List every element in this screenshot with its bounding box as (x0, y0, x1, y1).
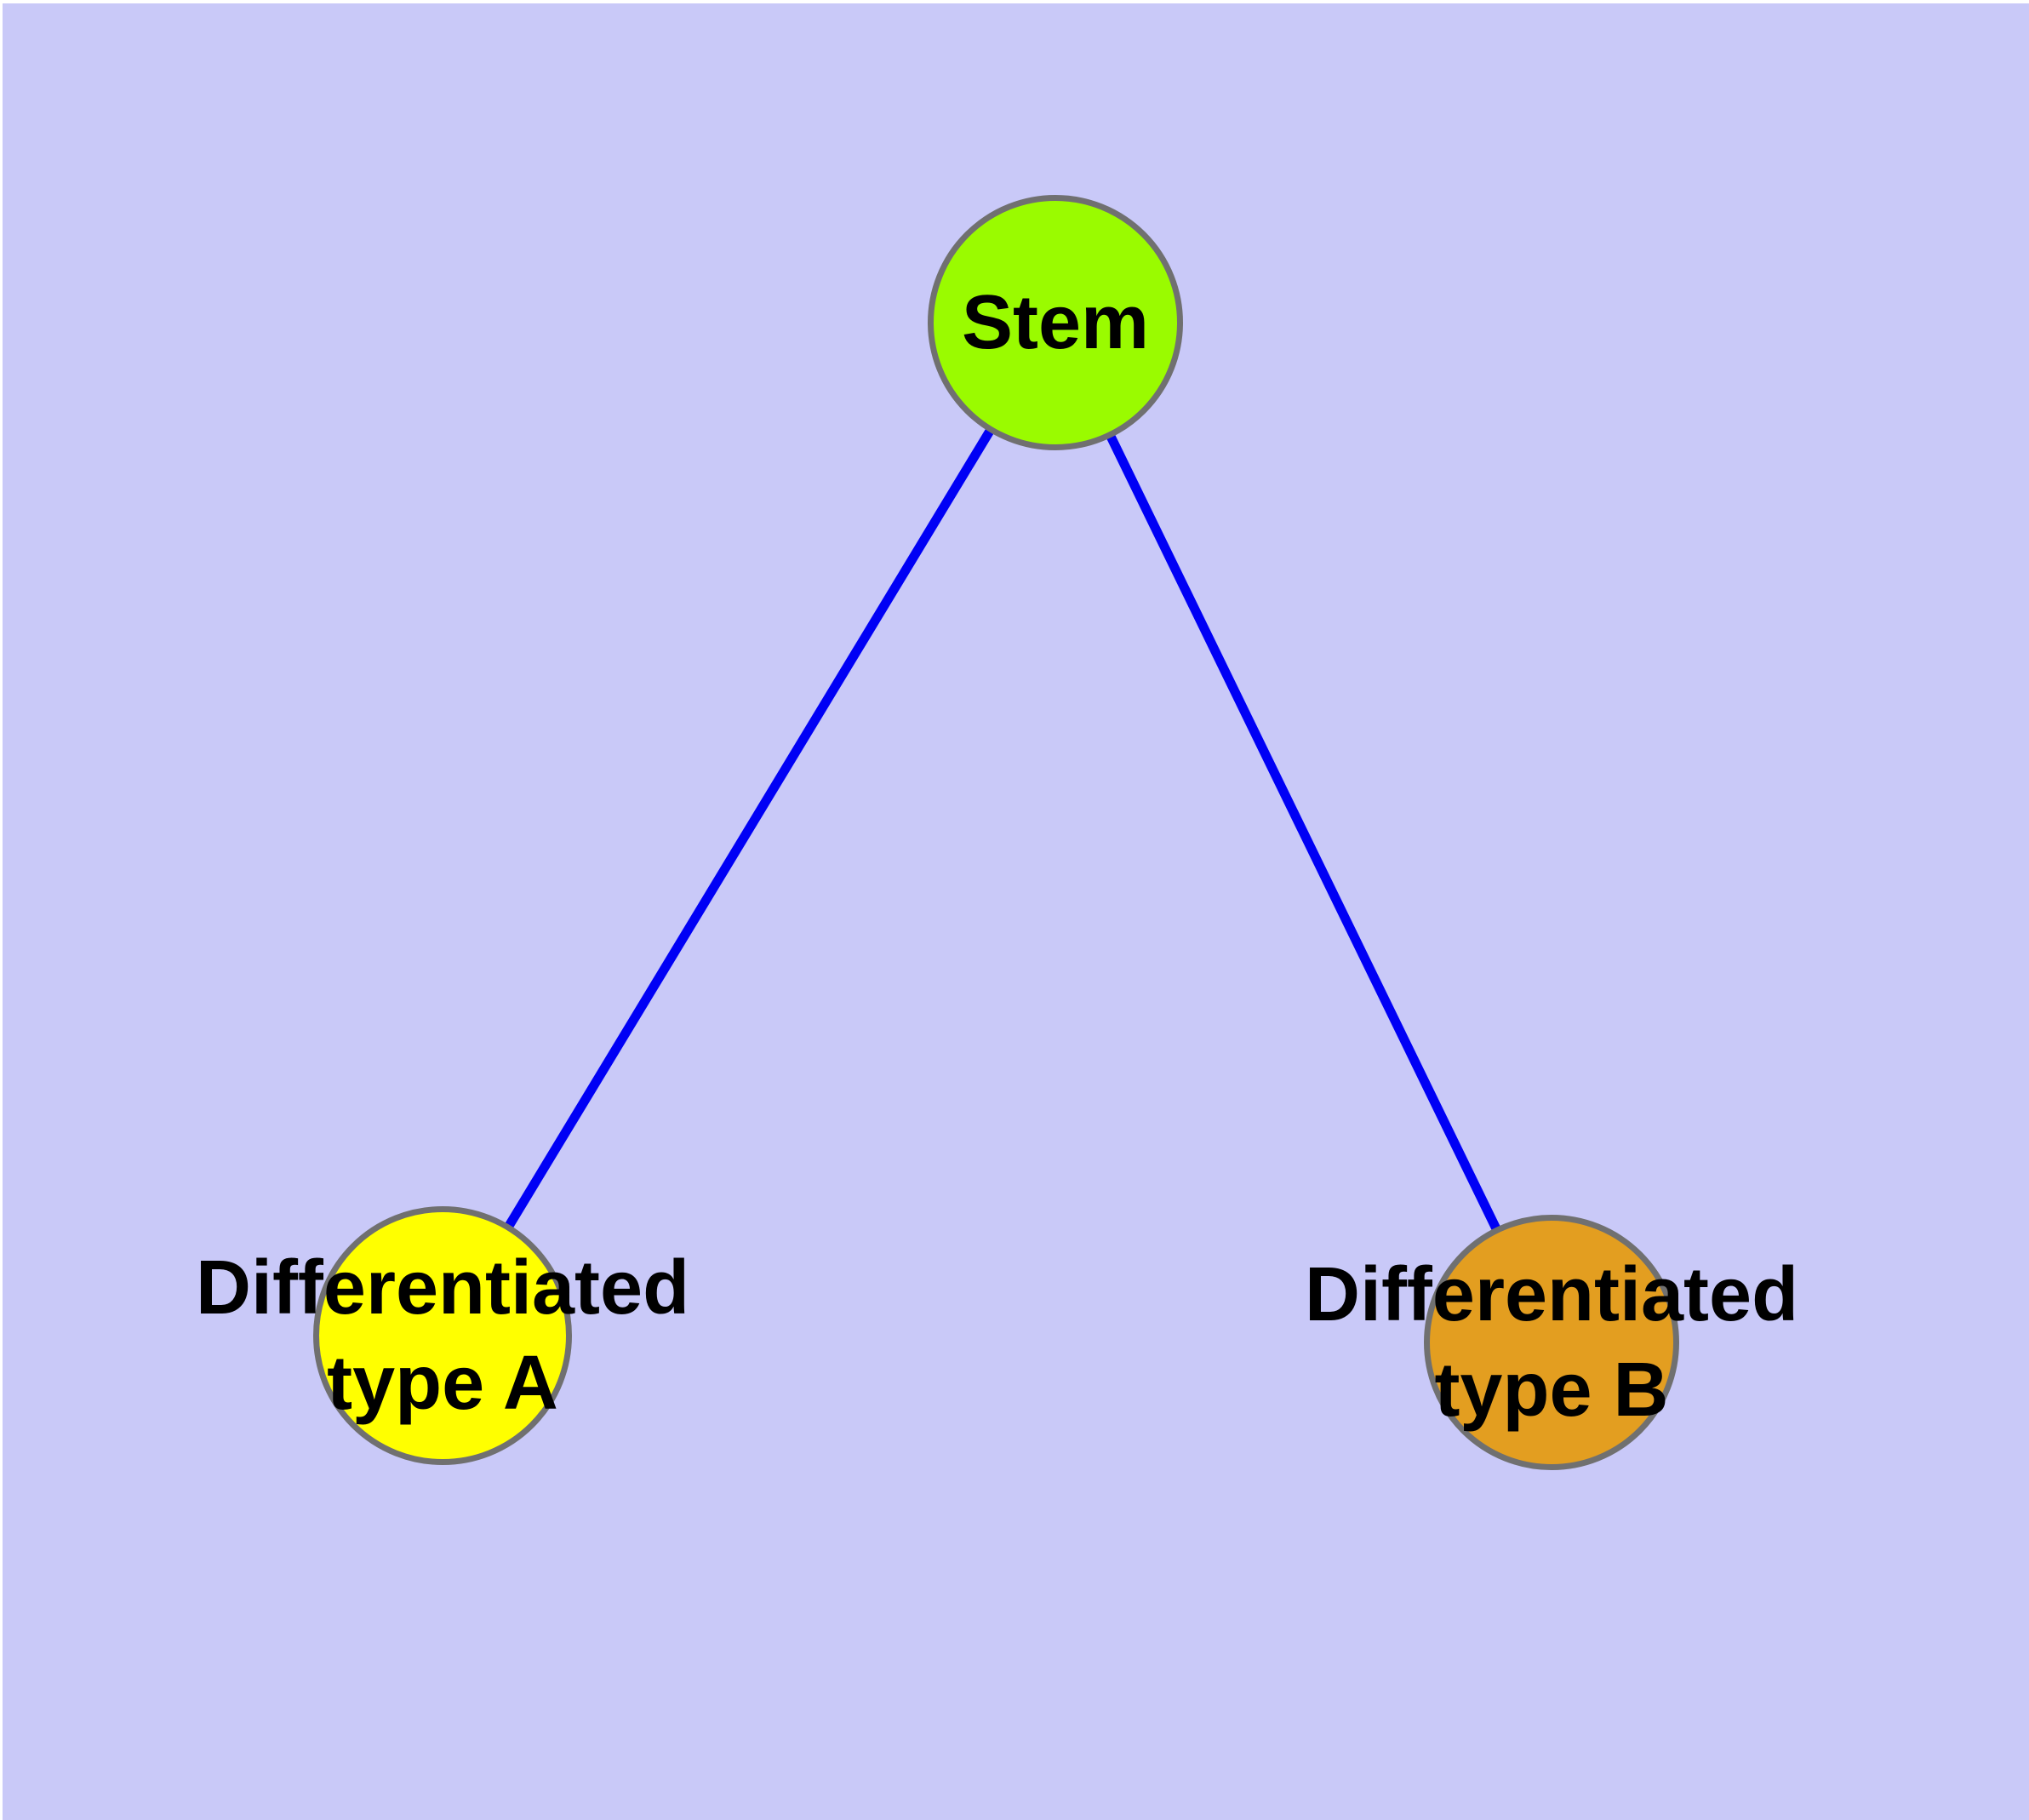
node-stem-circle[interactable] (928, 195, 1183, 450)
node-differentiated-type-a-circle[interactable] (313, 1206, 572, 1465)
edge-stem-to-diff-a (438, 320, 1060, 1338)
diagram-canvas: Stem Differentiated type A Differentiate… (3, 3, 2029, 1820)
edge-stem-to-diff-b (1051, 320, 1556, 1345)
edge-layer (438, 320, 1556, 1345)
node-differentiated-type-b-circle[interactable] (1424, 1215, 1679, 1470)
